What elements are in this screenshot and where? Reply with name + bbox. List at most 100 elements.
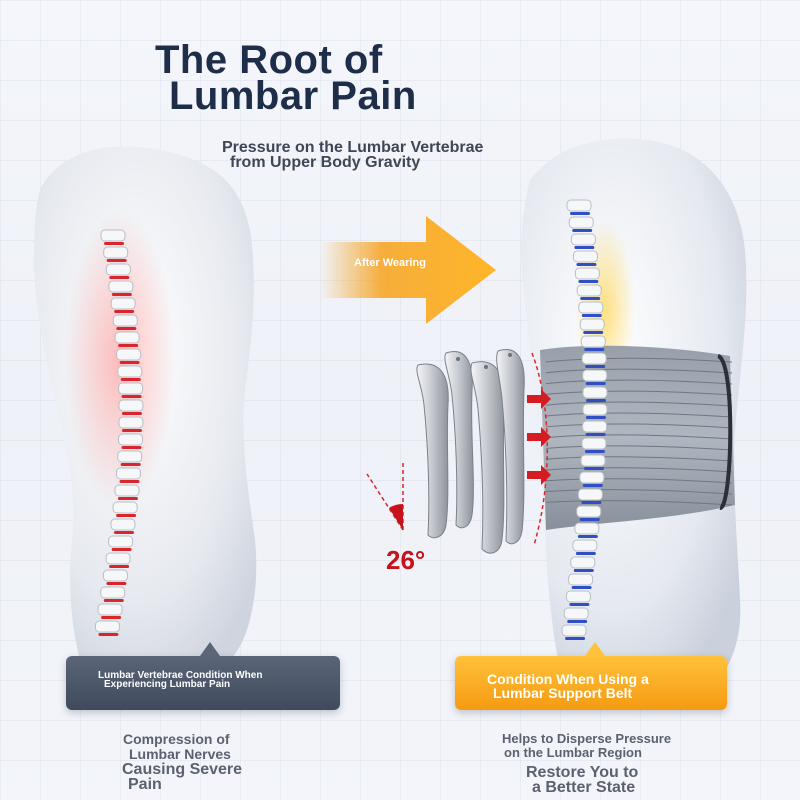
- belt-stripe: [545, 456, 733, 462]
- spinal-disc: [585, 382, 606, 385]
- vertebra: [563, 607, 589, 620]
- vertebra: [565, 590, 591, 603]
- right-callout: Condition When Using a Lumbar Support Be…: [455, 642, 727, 710]
- spinal-disc: [581, 501, 602, 504]
- support-stays: [416, 349, 548, 554]
- vertebra: [108, 535, 134, 548]
- spinal-disc: [109, 276, 130, 279]
- spinal-disc: [120, 378, 141, 381]
- spinal-disc: [584, 450, 605, 453]
- belt-stripe: [545, 467, 733, 473]
- arrow-label: After Wearing: [354, 257, 426, 269]
- subtitle-line-1: Pressure on the Lumbar Vertebrae: [222, 139, 484, 156]
- vertebra: [566, 199, 592, 212]
- vertebra: [572, 539, 598, 552]
- spinal-disc: [98, 633, 119, 636]
- vertebra: [582, 386, 608, 399]
- vertebra: [580, 454, 606, 467]
- right-spine: [561, 199, 608, 640]
- belt-stripe: [545, 445, 733, 451]
- vertebra: [570, 556, 596, 569]
- spinal-disc: [106, 582, 127, 585]
- vertebra: [112, 314, 138, 327]
- callout-pointer: [200, 642, 220, 656]
- spinal-disc: [585, 399, 606, 402]
- left-callout-line-1: Lumbar Vertebrae Condition When: [98, 670, 263, 681]
- spinal-disc: [109, 565, 130, 568]
- spinal-disc: [577, 535, 598, 538]
- vertebra: [118, 416, 144, 429]
- vertebra: [108, 280, 134, 293]
- vertebra: [576, 505, 602, 518]
- belt-stripe: [545, 423, 733, 429]
- spinal-disc: [584, 348, 605, 351]
- spinal-disc: [578, 280, 599, 283]
- spinal-disc: [567, 620, 588, 623]
- subtitle: Pressure on the Lumbar Vertebrae from Up…: [222, 139, 484, 171]
- vertebra: [582, 369, 608, 382]
- belt-stripe: [545, 434, 733, 440]
- vertebra: [94, 620, 120, 633]
- vertebra: [117, 365, 143, 378]
- vertebra: [116, 467, 142, 480]
- left-caption-compression: Compression of Lumbar Nerves: [123, 732, 231, 762]
- belt-stripe: [545, 412, 733, 418]
- left-caption-1-line-2: Lumbar Nerves: [129, 746, 231, 762]
- vertebra: [579, 471, 605, 484]
- belt-stripe: [545, 489, 733, 495]
- vertebra: [576, 284, 602, 297]
- spinal-disc: [580, 297, 601, 300]
- spinal-disc: [582, 484, 603, 487]
- vertebra: [100, 229, 126, 242]
- vertebra: [574, 522, 600, 535]
- vertebra: [117, 450, 143, 463]
- belt-edge: [716, 354, 733, 511]
- spinal-disc: [579, 518, 600, 521]
- vertebra: [102, 569, 128, 582]
- vertebra: [582, 420, 608, 433]
- vertebra: [579, 318, 605, 331]
- spinal-disc: [584, 467, 605, 470]
- vertebra: [578, 301, 604, 314]
- vertebra: [118, 382, 144, 395]
- left-torso-figure: [33, 146, 257, 660]
- spinal-disc: [121, 412, 142, 415]
- curve-indicator: [531, 352, 548, 546]
- subtitle-line-2: from Upper Body Gravity: [230, 154, 421, 171]
- spinal-disc: [118, 344, 139, 347]
- right-caption-1-line-1: Helps to Disperse Pressure: [502, 731, 672, 746]
- spinal-disc: [119, 480, 140, 483]
- spinal-disc: [120, 463, 141, 466]
- spinal-disc: [576, 263, 597, 266]
- vertebra: [582, 403, 608, 416]
- vertebra: [561, 624, 587, 637]
- left-caption-pain: Causing Severe Pain: [122, 761, 243, 793]
- page-title: The Root of Lumbar Pain: [155, 40, 417, 118]
- spinal-disc: [575, 552, 596, 555]
- spinal-disc: [121, 446, 142, 449]
- spinal-disc: [114, 310, 135, 313]
- spinal-disc: [113, 531, 134, 534]
- vertebra: [570, 233, 596, 246]
- spinal-disc: [104, 242, 124, 245]
- spinal-disc: [565, 637, 586, 640]
- title-line-2: Lumbar Pain: [169, 74, 417, 118]
- left-callout-text: Lumbar Vertebrae Condition When Experien…: [98, 670, 263, 690]
- pressure-arrow-icon: [527, 389, 551, 409]
- left-caption-2-line-1: Causing Severe: [122, 761, 243, 778]
- spinal-disc: [574, 246, 595, 249]
- spinal-disc: [570, 212, 590, 215]
- vertebra: [105, 263, 131, 276]
- belt-stripes: [545, 357, 733, 506]
- spinal-disc: [573, 569, 594, 572]
- left-caption-2-line-2: Pain: [128, 776, 162, 793]
- spinal-disc: [103, 599, 124, 602]
- vertebra: [97, 603, 123, 616]
- spinal-disc: [572, 229, 593, 232]
- vertebra: [568, 216, 594, 229]
- spinal-disc: [101, 616, 122, 619]
- vertebra: [581, 352, 607, 365]
- vertebra: [118, 433, 144, 446]
- stay-plate: [444, 351, 474, 529]
- spinal-disc: [111, 548, 132, 551]
